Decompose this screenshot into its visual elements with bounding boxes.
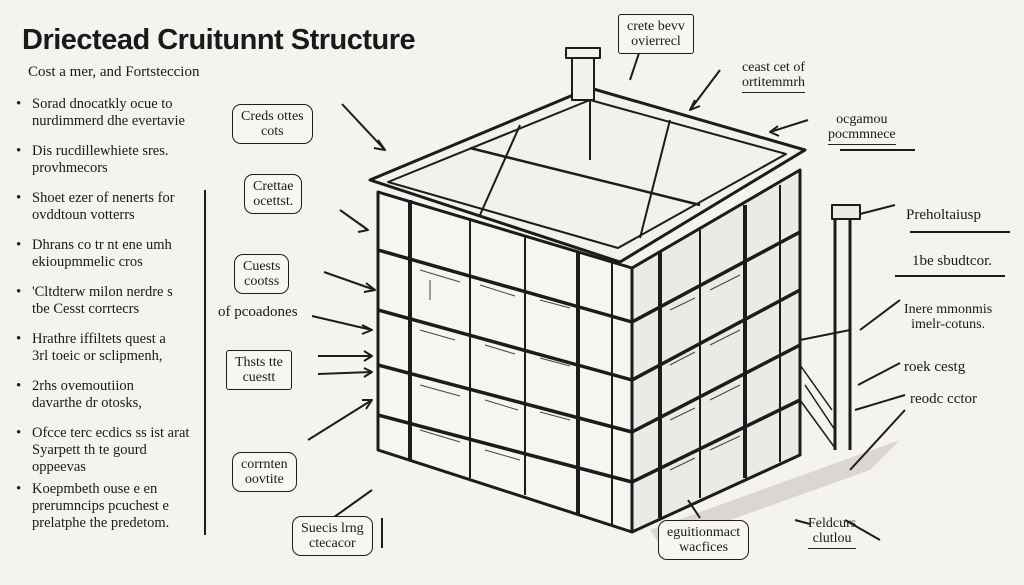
interior-detail	[419, 269, 741, 471]
page-title: Driectead Cruitunnt Structure	[22, 24, 416, 56]
chimney-cap	[565, 47, 601, 59]
callout-left: of pcoadones	[218, 304, 298, 320]
roof-beam	[479, 124, 521, 216]
roof-beam	[469, 146, 701, 207]
floor-slab	[377, 413, 633, 484]
callout-right: 1be sbudtcor.	[912, 253, 992, 269]
page-subtitle: Cost a mer, and Fortsteccion	[28, 64, 200, 80]
roof-frame	[368, 86, 807, 264]
roof-inner	[387, 99, 787, 249]
roof-beam	[639, 119, 671, 239]
balcony-rail	[799, 329, 851, 341]
chimney	[571, 54, 595, 101]
stair	[799, 364, 836, 449]
floor-slab	[377, 248, 633, 324]
pointer-arrows-right	[381, 19, 1010, 548]
callout-right: Preholtaiusp	[906, 207, 981, 223]
callout-right: roek cestg	[904, 359, 966, 375]
floor-slab	[377, 308, 633, 382]
floor-slab	[377, 363, 633, 434]
ground-shadow	[650, 440, 900, 545]
right-face	[630, 168, 802, 534]
bullet-item: •Dis rucdillewhiete sres.provhmecors	[16, 143, 169, 176]
camera-box	[831, 204, 861, 220]
callout-right: reodc cctor	[910, 391, 978, 407]
pointer-arrows-left	[307, 103, 386, 521]
